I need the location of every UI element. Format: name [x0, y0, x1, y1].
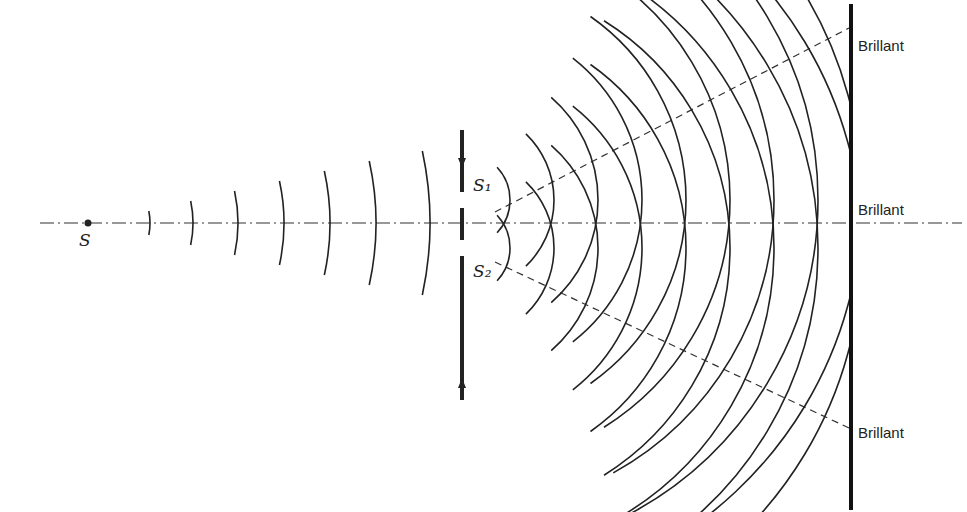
slit-barrier	[460, 130, 464, 400]
slit-label: S₂	[472, 262, 492, 281]
source-point	[85, 220, 92, 227]
wavefront-arc	[369, 161, 376, 285]
wavefront-arc	[590, 65, 686, 432]
source-label: S	[78, 231, 92, 250]
wavefront-arc	[149, 211, 150, 235]
bright-fringe-label: Brillant	[857, 425, 905, 442]
diffracted-wavefronts	[497, 0, 849, 512]
wavefront-arc	[497, 215, 510, 280]
wavefront-arc	[191, 201, 193, 245]
wavefront-arc	[235, 191, 238, 255]
bright-fringe-label: Brillant	[857, 202, 905, 219]
bright-fringe-label: Brillant	[857, 38, 905, 55]
incident-wavefronts	[149, 151, 430, 295]
slit-label: S₁	[472, 176, 492, 195]
wavefront-arc	[613, 0, 774, 512]
wavefront-arc	[604, 21, 730, 476]
wavefront-arc	[573, 106, 642, 390]
wavefront-arc	[551, 97, 598, 302]
barrier-arrowhead	[458, 158, 466, 168]
wavefront-arc	[324, 171, 330, 275]
bright-direction	[495, 262, 849, 428]
wavefront-arc	[604, 0, 730, 427]
optical-axis	[40, 222, 962, 223]
barrier-arrowhead	[458, 378, 466, 388]
wavefront-arc	[551, 145, 598, 350]
wavefront-arc	[526, 182, 554, 314]
wavefront-arc	[422, 151, 430, 295]
wavefront-arc	[650, 0, 849, 512]
wavefront-arc	[279, 181, 284, 265]
wavefront-arc	[613, 0, 774, 473]
wavefront-arc	[650, 0, 849, 512]
screen	[849, 4, 853, 510]
wavefront-arc	[629, 0, 818, 512]
